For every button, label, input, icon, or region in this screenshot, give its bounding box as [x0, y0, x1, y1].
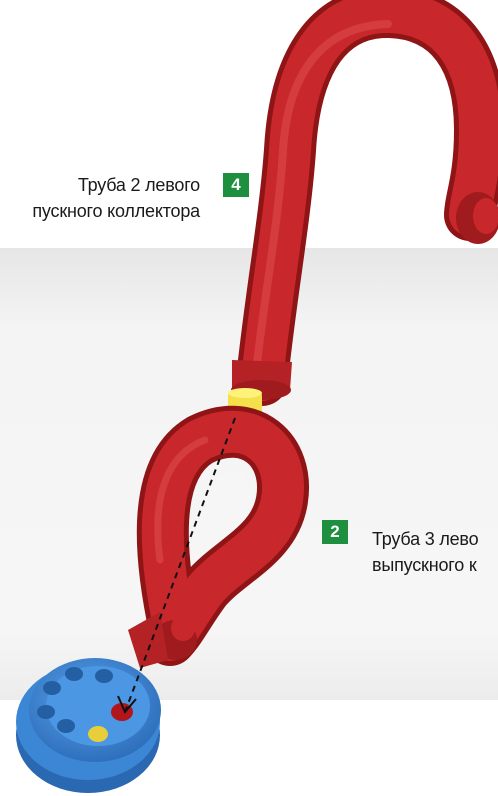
- flange-port-yellow: [88, 726, 108, 742]
- callout-4-label: Труба 2 левого пускного коллектора: [32, 172, 200, 224]
- callout-4-line2: пускного коллектора: [32, 198, 200, 224]
- lower-pipe: [128, 432, 283, 668]
- upper-pipe: [231, 12, 498, 400]
- blue-flange: [16, 658, 161, 793]
- callout-4-line1: Труба 2 левого: [32, 172, 200, 198]
- callout-2-badge: 2: [322, 520, 348, 544]
- callout-2-line2: выпускного к: [372, 552, 478, 578]
- callout-2-line1: Труба 3 лево: [372, 526, 478, 552]
- callout-4-badge: 4: [223, 173, 249, 197]
- callout-2-label: Труба 3 лево выпускного к: [372, 526, 478, 578]
